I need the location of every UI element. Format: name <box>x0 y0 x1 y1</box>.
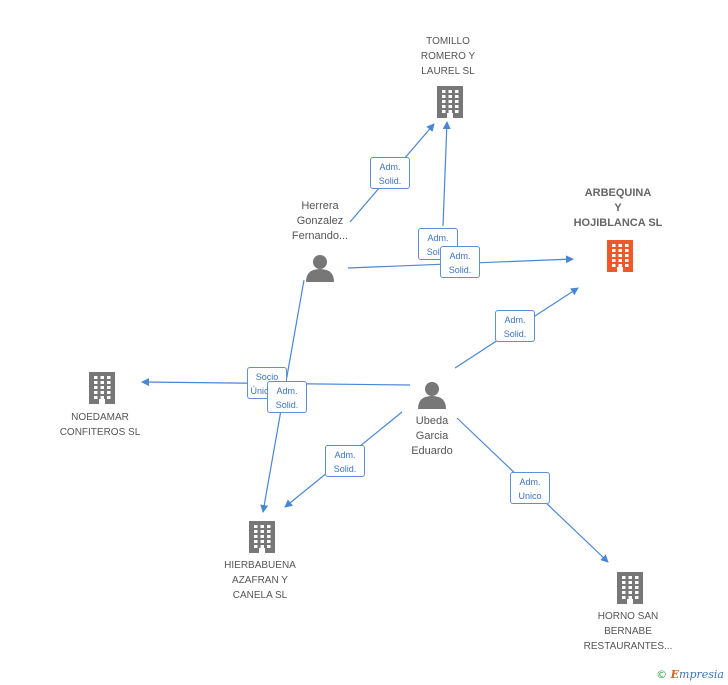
copyright-icon: © <box>656 668 668 681</box>
node-label-noedamar[interactable]: NOEDAMAR CONFITEROS SL <box>59 412 141 438</box>
node-label-arbequina[interactable]: ARBEQUINA Y HOJIBLANCA SL <box>573 187 663 229</box>
building-icon-tomillo[interactable] <box>437 86 463 118</box>
building-icon-horno[interactable] <box>617 572 643 604</box>
nodes-layer <box>89 86 643 604</box>
edge-badge-herrera-tomillo[interactable]: Adm. Solid. <box>370 157 410 189</box>
node-label-tomillo[interactable]: TOMILLO ROMERO Y LAUREL SL <box>420 36 476 77</box>
building-icon-hierbabuena[interactable] <box>249 521 275 553</box>
brand-name: mpresia <box>679 668 724 681</box>
building-icon-arbequina[interactable] <box>607 240 633 272</box>
person-icon-ubeda[interactable] <box>418 382 446 409</box>
edge-badge-ubeda-horno[interactable]: Adm. Unico <box>510 472 550 504</box>
node-label-hierbabuena[interactable]: HIERBABUENA AZAFRAN Y CANELA SL <box>224 560 296 601</box>
brand-initial: E <box>670 668 680 681</box>
building-icon-noedamar[interactable] <box>89 372 115 404</box>
person-icon-herrera[interactable] <box>306 255 334 282</box>
edge-badge-herrera-arbequina[interactable]: Adm. Solid. <box>440 246 480 278</box>
footer-brand: © Empresia <box>656 668 724 681</box>
edge-badge-ubeda-hierbabuena[interactable]: Adm. Solid. <box>325 445 365 477</box>
node-label-herrera[interactable]: Herrera Gonzalez Fernando... <box>291 200 349 242</box>
edge-ubeda-tomillo <box>442 121 451 227</box>
edge-badge-ubeda-arbequina[interactable]: Adm. Solid. <box>495 310 535 342</box>
node-label-ubeda[interactable]: Ubeda Garcia Eduardo <box>411 415 453 457</box>
edge-badge-herrera-hierbabuena[interactable]: Adm. Solid. <box>267 381 307 413</box>
node-label-horno[interactable]: HORNO SAN BERNABE RESTAURANTES... <box>583 611 673 652</box>
